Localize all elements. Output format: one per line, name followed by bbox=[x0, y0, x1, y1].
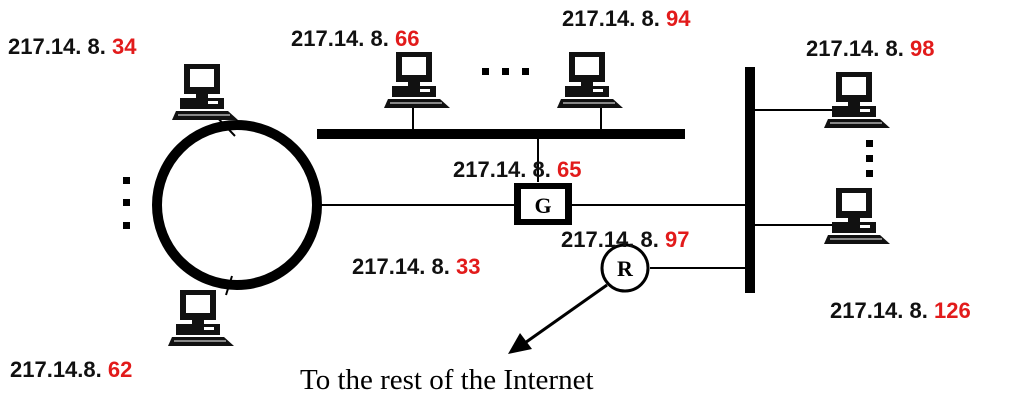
computer-icon bbox=[823, 71, 891, 129]
router-letter: R bbox=[617, 256, 634, 281]
computer-icon bbox=[823, 187, 891, 245]
bus-ellipsis bbox=[482, 68, 529, 75]
pc62-link bbox=[225, 275, 233, 296]
computer-icon bbox=[171, 63, 239, 121]
top-bus bbox=[317, 129, 685, 139]
right-ellipsis bbox=[866, 140, 873, 177]
address-label-66: 217.14. 8. 66 bbox=[291, 26, 419, 51]
ring-network bbox=[152, 120, 322, 290]
address-label-126: 217.14. 8. 126 bbox=[830, 298, 971, 323]
internet-caption: To the rest of the Internet bbox=[300, 364, 594, 396]
gateway-node: G bbox=[514, 183, 572, 225]
internet-arrow bbox=[521, 283, 608, 347]
computer-icon bbox=[556, 51, 624, 109]
address-label-65: 217.14. 8. 65 bbox=[453, 157, 581, 182]
ring-ellipsis bbox=[123, 177, 130, 229]
address-label-62: 217.14.8. 62 bbox=[10, 357, 132, 382]
router-node: R bbox=[600, 243, 650, 293]
address-label-94: 217.14. 8. 94 bbox=[562, 6, 691, 31]
address-label-34: 217.14. 8. 34 bbox=[8, 34, 137, 59]
right-bus bbox=[745, 67, 755, 293]
gateway-letter: G bbox=[534, 193, 551, 218]
address-label-33: 217.14. 8. 33 bbox=[352, 254, 480, 279]
address-label-98: 217.14. 8. 98 bbox=[806, 36, 934, 61]
computer-icon bbox=[383, 51, 451, 109]
arrow-head bbox=[508, 333, 532, 354]
address-label-97: 217.14. 8. 97 bbox=[561, 227, 689, 252]
computer-icon bbox=[167, 289, 235, 347]
